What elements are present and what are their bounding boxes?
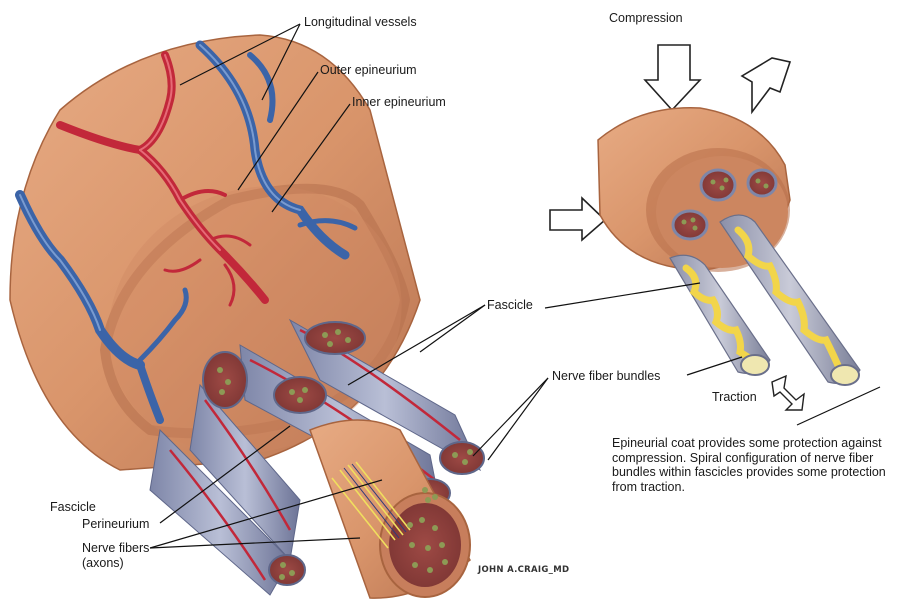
compression-arrow-top [645,45,700,110]
label-nerve-fibers-axons: (axons) [82,556,124,570]
label-perineurium: Perineurium [82,517,149,531]
label-traction: Traction [712,390,757,404]
caption-text: Epineurial coat provides some protection… [612,436,908,494]
label-nerve-fibers: Nerve fibers [82,541,149,555]
compression-arrow-left [550,178,605,240]
label-nerve-fiber-bundles: Nerve fiber bundles [552,369,660,383]
traction-arrow [772,376,804,410]
artist-signature: JOHN A.CRAIG_MD [478,565,569,575]
label-longitudinal-vessels: Longitudinal vessels [304,15,417,29]
label-inner-epineurium: Inner epineurium [352,95,446,109]
label-fascicle-left: Fascicle [50,500,96,514]
label-fascicle-right: Fascicle [487,298,533,312]
label-outer-epineurium: Outer epineurium [320,63,417,77]
compression-arrow-right [742,58,790,112]
label-compression: Compression [609,11,683,25]
